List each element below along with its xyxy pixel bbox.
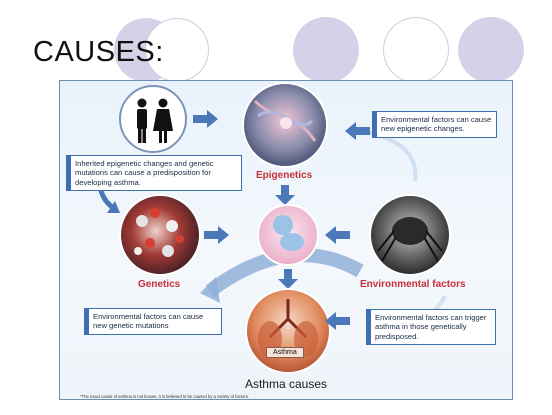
- genetics-icon: [119, 194, 201, 276]
- arrow-center-to-asthma: [278, 269, 298, 289]
- node-label-genetics: Genetics: [138, 279, 181, 290]
- arrow-people-to-epigenetics: [193, 110, 218, 128]
- asthma-icon: [245, 288, 331, 374]
- arrow-epigenetics-to-center: [275, 185, 295, 205]
- arrow-env-to-center: [325, 226, 350, 244]
- decorative-circle: [293, 17, 359, 83]
- node-label-asthma: Asthma: [266, 347, 304, 358]
- arrow-genetics-to-center: [204, 226, 229, 244]
- environmental-icon: [369, 194, 451, 276]
- arrow-env-to-asthma: [325, 312, 350, 330]
- note-inherited: Inherited epigenetic changes and genetic…: [66, 155, 242, 192]
- fetus-icon: [257, 204, 319, 266]
- asthma-causes-diagram: Epigenetics Genetics Environmental facto…: [59, 80, 513, 400]
- decorative-circle: [383, 17, 449, 83]
- node-label-environmental: Environmental factors: [360, 279, 466, 290]
- epigenetics-icon: [242, 82, 328, 168]
- slide-title: CAUSES:: [33, 36, 164, 68]
- arrow-env-to-epigenetics: [345, 122, 370, 140]
- note-env-epigenetic: Environmental factors can cause new epig…: [372, 111, 497, 138]
- diagram-footnote: *The exact cause of asthma is not known,…: [80, 394, 249, 399]
- node-label-epigenetics: Epigenetics: [256, 170, 313, 181]
- diagram-title: Asthma causes: [244, 377, 328, 391]
- note-env-trigger: Environmental factors can trigger asthma…: [366, 309, 496, 346]
- note-env-genetic: Environmental factors can cause new gene…: [84, 308, 222, 335]
- decorative-circle: [145, 18, 209, 82]
- people-icon: [119, 85, 187, 153]
- decorative-circle: [458, 17, 524, 83]
